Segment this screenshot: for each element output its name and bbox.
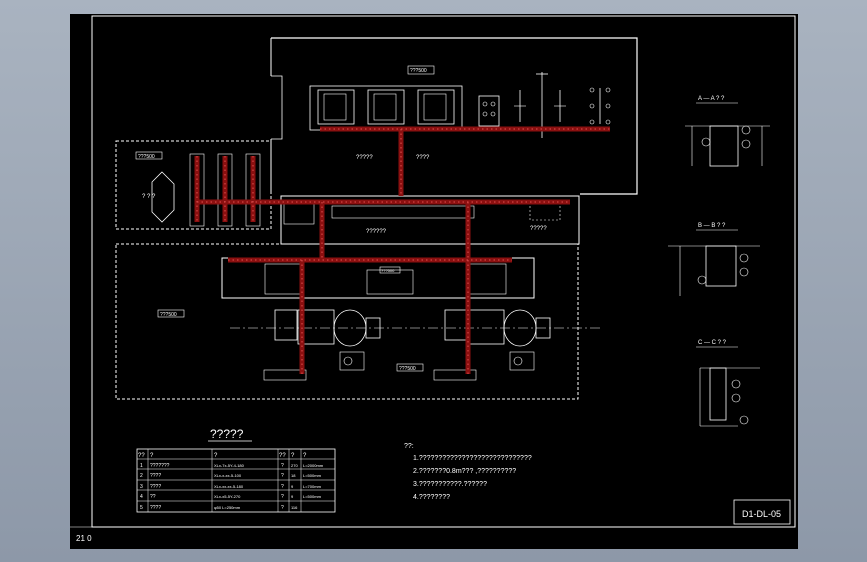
table-header-cell: ? [291,453,295,459]
table-cell: L=2000mm [303,463,324,468]
cable-trays [194,126,610,374]
main-hall: ?????? ????? ???500 ???500 [115,195,600,400]
section-c-title: C — C ? ? [698,340,727,346]
sheet-corner-label: 21 0 [76,534,92,543]
notes-heading: ??: [404,443,414,450]
notes: ??: 1.????????????????????????????? 2.??… [404,443,532,501]
table-cell: XLx-7x-5Y-4-180 [214,463,245,468]
label-c: ?????? [366,229,387,235]
table-cell: φ50 L=250mm [214,505,241,510]
table-cell: ? [281,494,284,500]
generator-unit-left [274,309,381,371]
table-cell: ?? [150,494,156,500]
section-c-detail: C — C ? ? [696,340,760,427]
table-cell: L=500mm [303,473,322,478]
section-a-detail: A — A ? ? [685,96,770,167]
drawing-code: D1-DL-05 [742,509,781,519]
table-cell: ???? [150,473,161,479]
table-header-cell: ?? [279,453,286,459]
generator-unit-right [444,309,551,371]
table-cell: 18 [291,473,296,478]
drawing-sheet: 21 0 ???500 ????? ???? [70,14,798,549]
table-cell: 3 [140,484,143,490]
table-cell: ? [281,505,284,511]
note-line: 4.???????? [413,494,450,501]
table-cell: ? [281,484,284,490]
room-main-label: ???500 [160,312,177,318]
table-cell: XLx-x5-5Y-270 [214,494,241,499]
table-header-cell: ? [150,453,154,459]
table-cell: 4 [140,494,143,500]
label-a: ????? [356,155,373,161]
note-line: 3.???????????.?????? [413,481,487,488]
note-line: 2.???????0.8m??? ,?????????? [413,468,516,475]
table-title: ????? [210,427,244,441]
upper-room: ???500 ????? ???? [270,37,638,195]
table-cell: 9 [291,494,294,499]
table-header-cell: ? [303,453,307,459]
table-cell: XLx-x-xx-5-100 [214,473,242,478]
table-cell: ??????? [150,463,170,469]
table-cell: 270 [291,463,298,468]
section-a-title: A — A ? ? [698,96,725,102]
room-top-label: ???500 [410,68,427,74]
room-mid-label: ???500 [381,268,395,273]
table-cell: ???? [150,484,161,490]
materials-table: ????? ?? ? ? ?? ? ? 1 ??????? XLx-7x-5Y-… [136,427,336,513]
section-b-title: B — B ? ? [698,223,726,229]
left-room-note: ? ? ? [142,194,156,200]
label-b: ???? [416,155,430,161]
table-cell: 1 [140,463,143,469]
table-cell: L=500mm [303,494,322,499]
table-cell: L=700mm [303,484,322,489]
section-b-detail: B — B ? ? [668,223,760,296]
room-bottom-label: ???500 [399,366,416,372]
table-cell: 9 [291,484,294,489]
table-cell: ? [281,463,284,469]
label-d: ????? [530,226,547,232]
note-line: 1.????????????????????????????? [413,455,532,462]
table-header-cell: ?? [138,453,145,459]
table-cell: 116 [291,505,298,510]
table-cell: 2 [140,473,143,479]
left-room: ???500 ? ? ? [115,140,272,230]
table-cell: ? [281,473,284,479]
table-cell: ???? [150,505,161,511]
cable-layout-drawing: 21 0 ???500 ????? ???? [70,15,796,543]
table-cell: 5 [140,505,143,511]
table-cell: XLx-xx-xx-5-180 [214,484,244,489]
room-left-label: ???500 [138,154,155,160]
table-header-cell: ? [214,453,218,459]
